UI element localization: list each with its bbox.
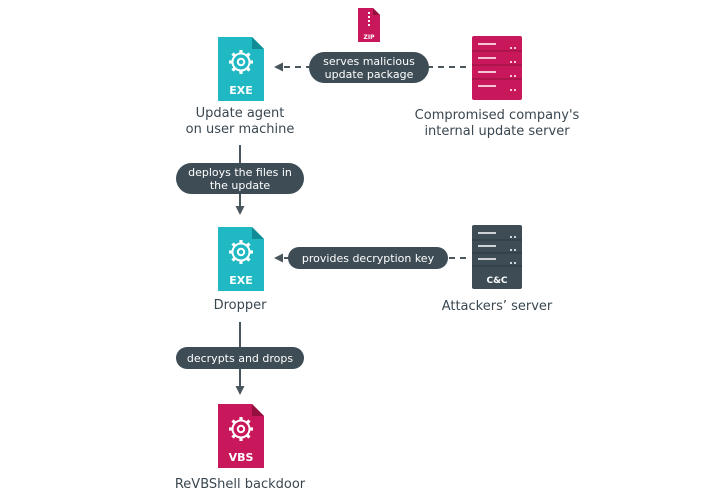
edge-label-line1: serves malicious <box>323 55 415 68</box>
edge-provides: provides decryption key <box>274 247 466 269</box>
edge-deploys: deploys the files in the update <box>176 145 304 215</box>
node-compromised-server: Compromised company's internal update se… <box>415 36 580 139</box>
edge-label: decrypts and drops <box>187 352 294 365</box>
edge-label-line2: the update <box>210 179 271 192</box>
arrowhead-icon <box>274 253 283 263</box>
zip-badge: ZIP <box>364 34 376 41</box>
file-badge: EXE <box>229 84 253 97</box>
zip-file-icon: ZIP <box>358 8 380 42</box>
node-label-line1: Compromised company's <box>415 108 580 123</box>
edge-label: provides decryption key <box>302 252 435 265</box>
node-label-line1: Update agent <box>196 106 285 121</box>
exe-file-icon: EXE <box>218 227 264 291</box>
edge-label-line1: deploys the files in <box>188 166 292 179</box>
node-label: Dropper <box>214 298 268 313</box>
edge-pill <box>176 163 304 194</box>
edge-pill <box>288 247 448 269</box>
node-dropper: EXE Dropper <box>214 227 268 313</box>
node-attackers-server: C&C Attackers’ server <box>442 225 553 314</box>
node-label: Attackers’ server <box>442 299 553 314</box>
edge-label-line2: update package <box>325 68 414 81</box>
node-update-agent: EXE Update agent on user machine <box>186 37 295 137</box>
server-badge: C&C <box>486 276 507 286</box>
edge-pill <box>176 347 304 369</box>
arrowhead-icon <box>235 386 245 395</box>
vbs-file-icon: VBS <box>218 404 264 468</box>
node-label: ReVBShell backdoor <box>175 477 306 492</box>
node-backdoor: VBS ReVBShell backdoor <box>175 404 306 492</box>
edge-pill <box>309 52 429 83</box>
server-icon: C&C <box>472 225 522 289</box>
arrowhead-icon <box>274 62 283 72</box>
exe-file-icon: EXE <box>218 37 264 101</box>
server-icon <box>472 36 522 100</box>
file-badge: EXE <box>229 274 253 287</box>
arrowhead-icon <box>235 206 245 215</box>
edge-decrypts: decrypts and drops <box>176 322 304 395</box>
node-label-line2: internal update server <box>424 124 570 139</box>
edge-serves: serves malicious update package <box>274 52 466 83</box>
file-badge: VBS <box>229 451 254 464</box>
node-label-line2: on user machine <box>186 122 295 137</box>
